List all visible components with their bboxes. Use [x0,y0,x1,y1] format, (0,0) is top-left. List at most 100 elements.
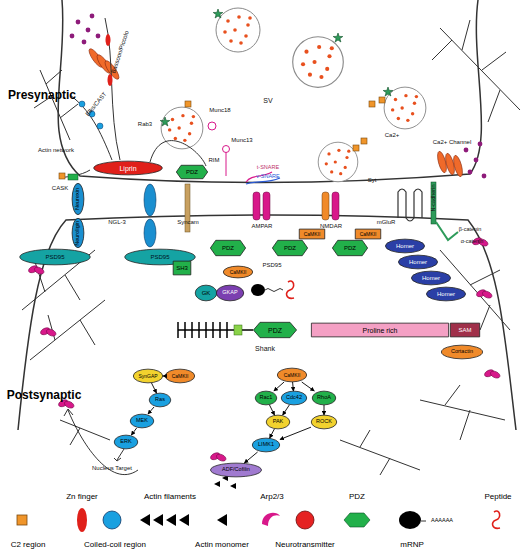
rhoa-protein: RhoA [312,391,336,405]
node-label: CaMKII [172,374,189,379]
part-label: Munc18 [209,107,230,113]
part-label: PSD95 [262,262,281,268]
legend-label: Neurotransmitter [275,541,335,549]
legend-icons-part [166,514,176,526]
mrnp-tail: AAAAAA [431,518,453,524]
part-label: Rab3 [138,121,152,127]
legend-icons-part [421,521,426,522]
signal-arrow [163,376,165,377]
mek-protein-shape [130,414,154,428]
adhesion-molecules-part [436,222,458,240]
part-label: t-SNARE [257,165,279,171]
synaptic-vesicles [161,8,426,182]
gk-domain: GK [195,285,217,301]
signal-arrow [270,405,275,415]
camkii-protein-shape [223,266,252,278]
snare-complex [246,172,280,184]
legend-label: Peptide [484,493,511,501]
mrnp-peptide-part [287,281,294,298]
pdz-domain: PDZ [210,240,246,256]
shank-anchor-part [234,325,242,335]
signal-arrow [131,428,136,435]
zn-fingers [106,34,113,86]
limk1-protein-shape [252,438,279,452]
cdc42-protein: Cdc42 [281,391,307,405]
c2-domains-part [369,101,375,107]
psd95-protein-shape [20,249,91,265]
pdz-domain-shape [253,322,296,337]
gk-domain-shape [195,285,217,301]
nucleus-arrow-part [64,409,73,416]
neurotransmitter-dots [70,14,487,179]
part-label: β-catenin [459,227,482,233]
calcium-channel-part [452,154,464,177]
part-label: N-cadherin [431,185,437,212]
camkii-protein: CaMKII [355,229,381,239]
rac1-protein: Rac1 [255,391,277,405]
legend-icons-part [17,515,27,525]
legend-icons [17,508,500,532]
node-label: CaMKII [230,270,247,275]
arp23-complexes-part [27,264,45,275]
coiled-coil-beads-part [97,123,103,129]
node-label: Proline rich [362,327,397,334]
node-label: PDZ [268,327,282,334]
proline-rich-domain-shape [311,323,448,337]
signal-arrow [283,405,290,415]
node-label: Homer [409,259,427,265]
legend-icons-part [153,514,163,526]
region-title: Presynaptic [8,89,76,101]
liprin-protein-shape [94,161,163,175]
node-label: Cdc42 [286,395,302,401]
rab3-markers-part [213,9,223,18]
proline-rich-domain: Proline rich [310,323,450,337]
node-label: PSD95 [45,254,64,260]
legend-icons-part [296,511,314,529]
munc-proteins [208,122,230,176]
node-label: Liprin [119,165,136,172]
ras-protein-shape [149,393,171,407]
sh3-domain-shape [173,261,191,275]
active-zone-scaffold-part [150,141,206,166]
part-label: AMPAR [252,223,273,229]
ras-protein: Ras [149,393,171,407]
mrnp-peptide-part [265,289,283,292]
munc-proteins-part [226,152,227,176]
rab3-markers-part [383,87,393,96]
nucleus-arrow-part [68,410,138,475]
arp23-complexes-part [475,288,493,299]
part-label: Bassoon/Piccolo [110,30,129,74]
neurotransmitter-dots-part [70,34,75,39]
c2-domains-part [185,101,191,107]
homer-protein: Homer [426,287,466,301]
adhesion-molecules-part [431,182,436,224]
part-label: Ca2+ Channel [433,139,472,145]
pdz-domain-shape [272,240,307,255]
part-label: α-catenin [461,239,484,245]
signal-arrow [292,382,294,391]
pdz-domain: PDZ [253,322,297,338]
sh3-domain: SH3 [173,261,191,275]
legend-label: PDZ [349,493,365,501]
signal-arrow [152,383,157,393]
legend-icons-part [493,511,500,528]
node-label: PDZ [186,169,198,175]
node-label: Rac1 [260,395,273,401]
node-label: GKAP [222,290,237,296]
rab3-markers-part [160,117,170,126]
node-label: PAK [273,419,284,425]
sam-domain-shape [450,323,479,337]
rock-protein: ROCK [311,415,337,429]
part-label: NGL-3 [108,219,126,225]
part-label: Ca2+ [385,132,400,138]
neurotransmitter-dots-part [82,40,87,45]
rac1-protein-shape [255,391,277,405]
receptors-part [263,192,270,220]
neurotransmitter-dots-part [86,28,91,33]
nucleus-arrow [64,409,138,475]
actin-filaments [22,20,520,475]
limk1-protein: LIMK1 [252,438,280,452]
synaptic-vesicles-part [318,142,358,182]
